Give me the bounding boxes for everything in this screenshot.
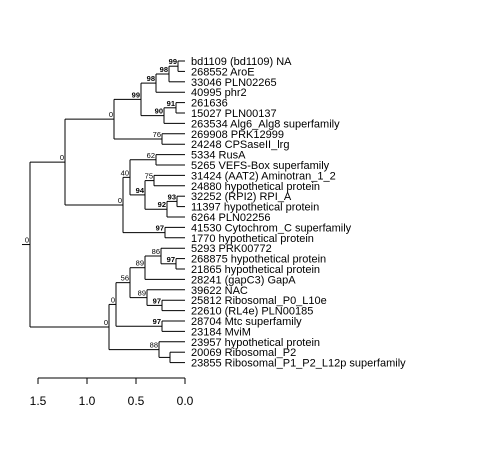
leaf-label: 41530 Cytochrom_C superfamily: [191, 222, 352, 234]
axis-tick-label: 0.0: [177, 394, 194, 408]
bootstrap-value: 90: [155, 107, 163, 116]
leaf-label: 261636: [191, 98, 228, 110]
leaf-label: 28704 Mtc superfamily: [191, 316, 302, 328]
leaf-label: 6264 PLN02256: [191, 212, 271, 224]
bootstrap-value: 89: [136, 259, 144, 268]
leaf-label: 11397 hypothetical protein: [191, 202, 319, 214]
leaf-label: 31424 (AAT2) Aminotran_1_2: [191, 170, 336, 182]
bootstrap-value: 91: [167, 99, 175, 108]
leaf-label: 5265 VEFS-Box superfamily: [191, 160, 330, 172]
bootstrap-value: 40: [121, 168, 129, 177]
leaf-label: 24880 hypothetical protein: [191, 181, 320, 193]
leaf-label: 23855 Ribosomal_P1_P2_L12p superfamily: [191, 358, 406, 370]
bootstrap-value: 93: [168, 192, 176, 201]
leaf-label: 268552 AroE: [191, 66, 255, 78]
leaf-label: 22610 (RL4e) PLN00185: [191, 306, 313, 318]
leaf-label: 24248 CPSaseII_lrg: [191, 139, 289, 151]
leaf-label: 263534 Alg6_Alg8 superfamily: [191, 118, 340, 130]
distance-axis: 1.5 1.0 0.5 0.0: [30, 378, 194, 408]
bootstrap-value: 0: [109, 110, 113, 119]
bootstrap-value: 98: [147, 74, 155, 83]
bootstrap-value: 99: [132, 90, 140, 99]
bootstrap-value: 0: [104, 318, 108, 327]
leaf-label: bd1109 (bd1109) NA: [191, 56, 292, 68]
leaf-label: 25812 Ribosomal_P0_L10e: [191, 295, 327, 307]
leaf-label: 1770 hypothetical protein: [191, 233, 314, 245]
leaf-label: 23957 hypothetical protein: [191, 337, 320, 349]
bootstrap-value: 0: [111, 295, 115, 304]
axis-tick-label: 1.0: [79, 394, 96, 408]
tree-branches: [22, 60, 185, 379]
bootstrap-value: 97: [153, 296, 161, 305]
leaf-label: 32252 (RPI2) RPI_A: [191, 191, 292, 203]
bootstrap-value: 75: [145, 172, 153, 181]
leaf-label: 20069 Ribosomal_P2: [191, 347, 296, 359]
leaf-label: 33046 PLN02265: [191, 77, 277, 89]
bootstrap-value: 76: [153, 130, 161, 139]
bootstrap-value: 88: [150, 341, 158, 350]
leaf-label: 39622 NAC: [191, 285, 248, 297]
leaf-label: 5334 RusA: [191, 150, 246, 162]
bootstrap-value: 97: [156, 224, 164, 233]
bootstrap-value: 56: [121, 274, 129, 283]
bootstrap-value: 86: [152, 247, 160, 256]
leaf-label: 28241 (gapC3) GapA: [191, 274, 296, 286]
bootstrap-value: 97: [167, 255, 175, 264]
bootstrap-value: 89: [138, 289, 146, 298]
bootstrap-value: 0: [60, 153, 64, 162]
leaf-label: 5293 PRK00772: [191, 243, 272, 255]
bootstrap-labels: 9998989190997606293927594409700978689978…: [25, 57, 177, 349]
leaf-label: 269908 PRK12999: [191, 129, 284, 141]
bootstrap-value: 98: [160, 65, 168, 74]
leaf-label: 23184 MviM: [191, 326, 251, 338]
leaf-label: 268875 hypothetical protein: [191, 254, 326, 266]
bootstrap-value: 97: [153, 317, 161, 326]
bootstrap-value: 62: [147, 151, 155, 160]
bootstrap-value: 94: [136, 186, 145, 195]
bootstrap-value: 92: [158, 200, 166, 209]
bootstrap-value: 0: [25, 236, 29, 245]
bootstrap-value: 99: [169, 57, 177, 66]
leaf-label: 40995 phr2: [191, 87, 247, 99]
axis-tick-label: 0.5: [128, 394, 145, 408]
leaf-label: 15027 PLN00137: [191, 108, 277, 120]
axis-tick-label: 1.5: [30, 394, 47, 408]
leaf-label: 21865 hypothetical protein: [191, 264, 320, 276]
bootstrap-value: 0: [118, 196, 122, 205]
